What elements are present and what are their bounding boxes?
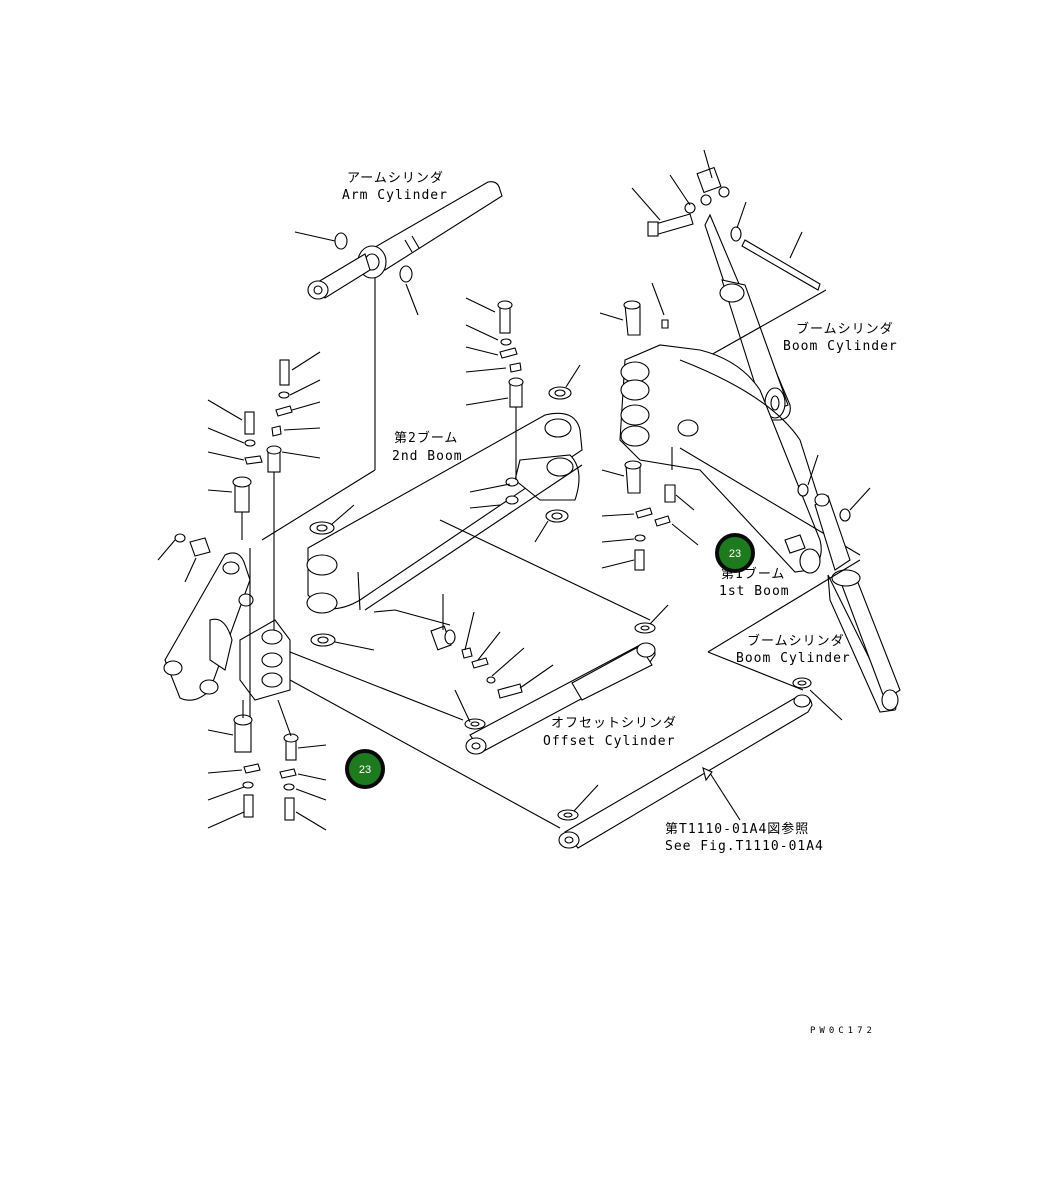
see-figure-label-en: See Fig.T1110-01A4 bbox=[665, 839, 824, 854]
lower-link-rod bbox=[557, 677, 843, 849]
drawing-code: PW0C172 bbox=[810, 1026, 876, 1036]
boom-cylinder-lower bbox=[707, 454, 901, 713]
hotspot-23-left[interactable]: 23 bbox=[345, 749, 385, 789]
arm-cylinder bbox=[261, 181, 503, 541]
second-boom-parts bbox=[309, 297, 524, 651]
hotspot-23-left-label: 23 bbox=[359, 764, 371, 776]
first-boom-parts bbox=[534, 282, 699, 571]
offset-cylinder-label-en: Offset Cylinder bbox=[543, 734, 675, 749]
left-lower-parts bbox=[207, 699, 327, 831]
boom-cylinder-upper-label-jp: ブームシリンダ bbox=[796, 321, 894, 337]
arm-cylinder-label-jp: アームシリンダ bbox=[347, 171, 444, 186]
left-bracket bbox=[157, 533, 561, 829]
hotspot-23-right-label: 23 bbox=[729, 548, 741, 560]
first-boom-label-en: 1st Boom bbox=[719, 584, 790, 599]
first-boom bbox=[619, 344, 861, 574]
boom-cylinder-upper-label-en: Boom Cylinder bbox=[783, 339, 898, 354]
labels: アームシリンダ Arm Cylinder ブームシリンダ Boom Cylind… bbox=[342, 171, 898, 1036]
second-boom bbox=[306, 412, 651, 621]
offset-cylinder-label-jp: オフセットシリンダ bbox=[551, 716, 677, 731]
hotspot-23-right[interactable]: 23 bbox=[715, 533, 755, 573]
boom-cylinder-lower-label-en: Boom Cylinder bbox=[736, 651, 851, 666]
boom-cylinder-lower-label-jp: ブームシリンダ bbox=[747, 633, 845, 649]
second-boom-label-jp: 第2ブーム bbox=[394, 430, 458, 446]
arm-cylinder-label-en: Arm Cylinder bbox=[342, 188, 448, 203]
see-figure-label-jp: 第T1110-01A4図参照 bbox=[665, 821, 809, 837]
left-upper-parts bbox=[207, 351, 321, 630]
offset-cylinder bbox=[373, 594, 669, 755]
boom-cylinder-upper bbox=[631, 149, 827, 421]
second-boom-label-en: 2nd Boom bbox=[392, 449, 463, 464]
